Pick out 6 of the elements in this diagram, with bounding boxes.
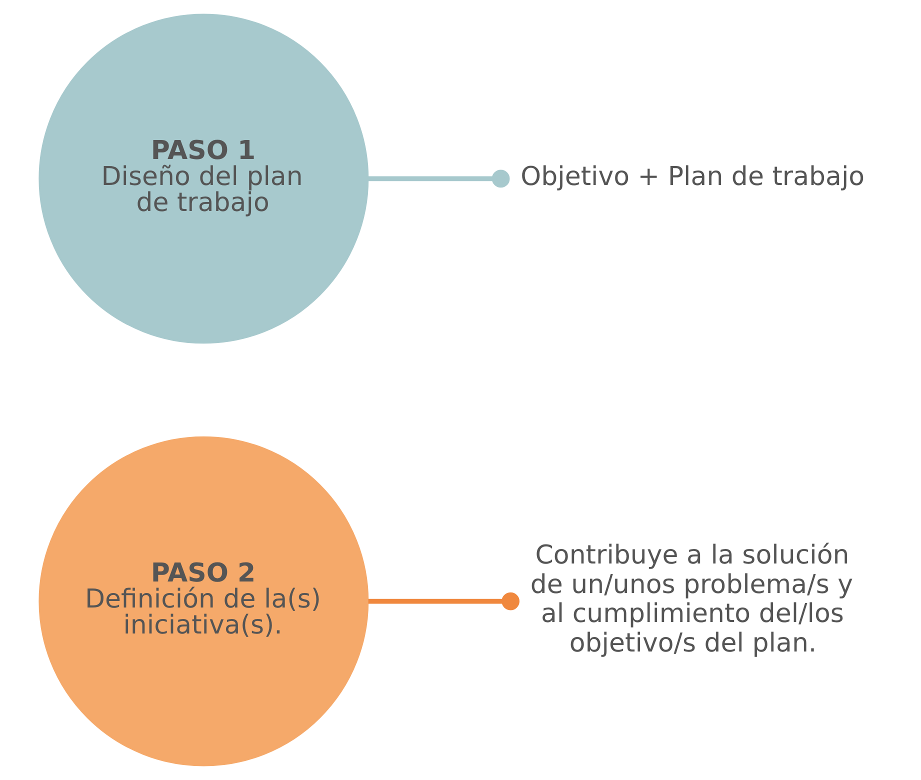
connector bbox=[368, 170, 510, 188]
node-circle: PASO 2 Definición de la(s) iniciativa(s). bbox=[38, 436, 369, 766]
node-circle: PASO 1 Diseño del plan de trabajo bbox=[38, 14, 369, 344]
connector bbox=[368, 592, 520, 610]
node-text: Objetivo + Plan de trabajo bbox=[520, 162, 865, 192]
node-text: Contribuye a la solución de un/unos problema/s y al cumplimiento del/los objetivo/s del plan. bbox=[530, 540, 854, 658]
